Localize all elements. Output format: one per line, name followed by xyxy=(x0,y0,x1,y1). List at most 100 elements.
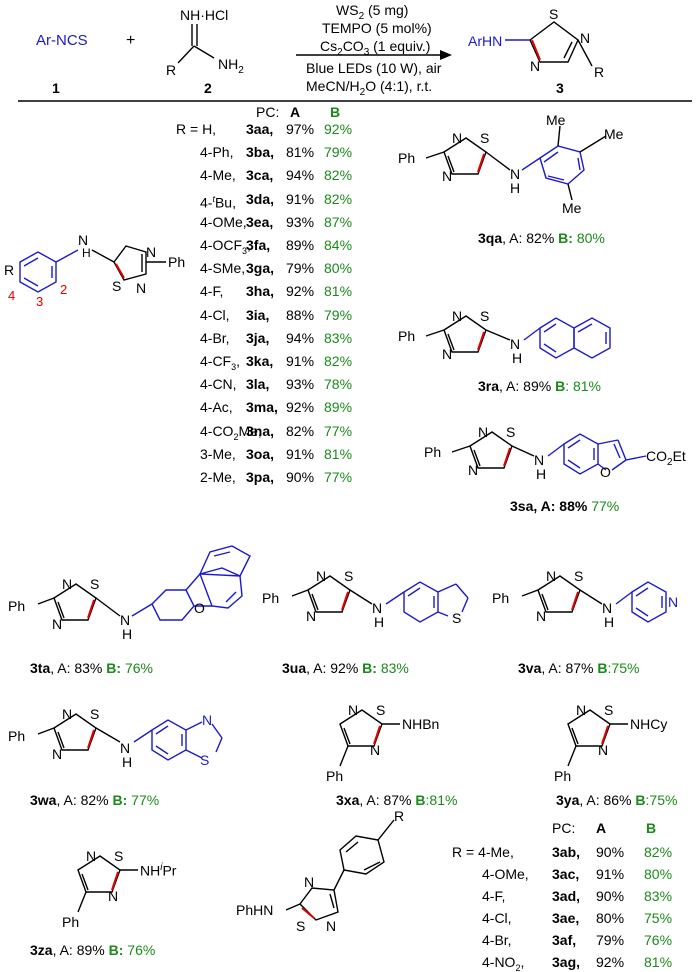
table1-pc-label: PC: xyxy=(256,104,280,120)
row-substituent: 4-CN, xyxy=(200,376,237,393)
row-yield-b: 80% xyxy=(324,260,353,277)
row-substituent: 4-SMe, xyxy=(200,260,246,277)
structure-3za xyxy=(77,855,138,913)
3xa-n-bottom: N xyxy=(370,742,381,758)
3qa-s: S xyxy=(480,130,490,146)
3za-yield: 3za, A: 89% B: 76% xyxy=(30,942,156,958)
generic-s-atom: S xyxy=(112,278,122,294)
3ua-n-top: N xyxy=(316,568,327,584)
row-yield-b: 76% xyxy=(644,932,673,948)
3va-yield: 3va, A: 87% B:75% xyxy=(518,660,640,676)
row-compound-id: 3ha, xyxy=(246,283,275,300)
series-r: R xyxy=(394,808,405,824)
row-compound-id: 3ag, xyxy=(552,954,581,970)
3sa-nh-n: N xyxy=(534,452,545,468)
row-yield-b: 81% xyxy=(324,445,353,462)
3ra-nh-n: N xyxy=(510,336,521,352)
row-yield-b: 92% xyxy=(324,121,353,137)
3xa-s: S xyxy=(376,702,386,718)
3qa-nh-n: N xyxy=(510,166,521,182)
3ya-nhcy: NHCy xyxy=(630,716,668,732)
row-yield-b: 82% xyxy=(324,190,353,207)
3sa-n-bottom: N xyxy=(468,462,479,478)
row-yield-b: 87% xyxy=(324,213,353,230)
row-yield-b: 82% xyxy=(324,167,353,184)
3sa-o: O xyxy=(600,464,611,480)
3xa-nhbn: NHBn xyxy=(402,716,440,732)
3va-s: S xyxy=(574,568,584,584)
reactant-2-number: 2 xyxy=(204,80,212,96)
3ua-nh-n: N xyxy=(372,600,383,616)
series-phhn: PhHN xyxy=(236,902,274,918)
3ya-n-top: N xyxy=(576,702,587,718)
structure-aryl-series xyxy=(285,819,395,921)
3ya-n-bottom: N xyxy=(598,742,609,758)
row-substituent: R = H, xyxy=(176,121,217,137)
row-substituent: 4-tBu, xyxy=(200,193,236,211)
row-substituent: 4-Me, xyxy=(200,167,236,184)
row-substituent: 3-Me, xyxy=(200,445,236,462)
row-yield-b: 78% xyxy=(324,376,353,393)
structure-3ta xyxy=(37,545,251,621)
row-yield-b: 77% xyxy=(324,422,353,439)
3qa-yield: 3qa, A: 82% B: 80% xyxy=(478,230,605,246)
position-3-label: 3 xyxy=(36,294,44,309)
3qa-nh-h: H xyxy=(510,180,521,196)
series-s: S xyxy=(296,918,306,934)
row-yield-b: 83% xyxy=(324,329,353,346)
row-substituent: 4-NO2, xyxy=(482,954,525,972)
3za-ph: Ph xyxy=(62,914,80,930)
3va-n-top: N xyxy=(546,568,557,584)
3ta-yield: 3ta, A: 83% B: 76% xyxy=(30,660,153,676)
3za-s: S xyxy=(114,848,124,864)
row-compound-id: 3ae, xyxy=(552,910,580,926)
reactant-1-number: 1 xyxy=(52,80,60,96)
3va-nh-n: N xyxy=(602,600,613,616)
3wa-thiazole-n: N xyxy=(202,712,213,728)
row-substituent: 4-CO2Me, xyxy=(200,422,262,442)
product-r: R xyxy=(594,64,605,80)
row-yield-b: 79% xyxy=(324,306,353,323)
product-s-atom: S xyxy=(549,6,559,22)
3wa-nh-h: H xyxy=(122,754,133,770)
row-yield-a: 92% xyxy=(596,954,625,970)
amidine-nh2: NH2 xyxy=(218,56,244,76)
3qa-ph: Ph xyxy=(398,150,416,166)
row-substituent: 2-Me, xyxy=(200,469,236,485)
row-compound-id: 3ba, xyxy=(246,144,275,161)
row-yield-a: 93% xyxy=(286,213,315,230)
structure-3xa xyxy=(339,709,400,767)
row-compound-id: 3ma, xyxy=(246,399,278,416)
table1-col-a: A xyxy=(290,104,301,120)
condition-tempo: TEMPO (5 mol%) xyxy=(322,20,432,36)
3ra-yield: 3ra, A: 89% B: 81% xyxy=(478,378,602,394)
generic-n-atom: N xyxy=(146,244,157,260)
row-compound-id: 3af, xyxy=(552,932,577,948)
3sa-n-top: N xyxy=(478,424,489,440)
3ta-n-top: N xyxy=(62,576,73,592)
amidine-iminium: NH·HCl xyxy=(180,7,229,23)
row-compound-id: 3da, xyxy=(246,190,275,207)
row-yield-b: 77% xyxy=(324,469,353,485)
3qa-me-3: Me xyxy=(562,200,582,216)
3xa-n-top: N xyxy=(348,702,359,718)
row-substituent: 4-Br, xyxy=(482,932,512,948)
3ya-yield: 3ya, A: 86% B:75% xyxy=(556,792,678,808)
row-compound-id: 3ia, xyxy=(246,306,270,323)
3wa-s: S xyxy=(90,706,100,722)
row-yield-a: 92% xyxy=(286,399,315,416)
row-yield-a: 91% xyxy=(286,445,315,462)
row-substituent: 4-F, xyxy=(200,283,224,300)
generic-aryl-thiadiazole xyxy=(19,245,166,293)
row-yield-a: 79% xyxy=(596,932,625,948)
reaction-arrow xyxy=(296,50,452,60)
3za-n-bottom: N xyxy=(108,888,119,904)
row-yield-a: 93% xyxy=(286,376,315,393)
3wa-nh-n: N xyxy=(120,740,131,756)
generic-n-atom-2: N xyxy=(136,280,147,296)
product-n-atom-1: N xyxy=(580,30,591,46)
structure-3wa xyxy=(37,713,223,761)
row-substituent: R = 4-Me, xyxy=(452,844,514,860)
3ra-nh-h: H xyxy=(512,350,523,366)
table2-pc-label: PC: xyxy=(552,820,576,836)
